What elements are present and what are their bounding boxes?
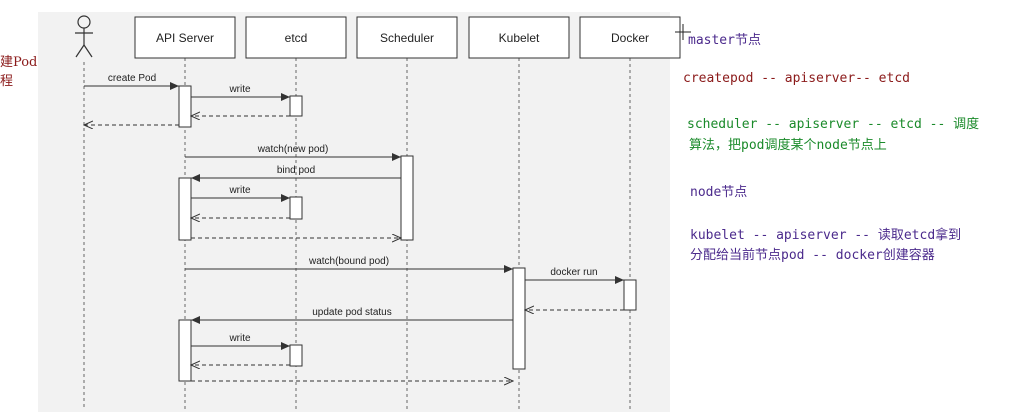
participant-label-apiserver: API Server bbox=[156, 31, 214, 45]
actor-icon bbox=[75, 15, 93, 58]
activation-apiserver-1 bbox=[178, 85, 192, 128]
diagram-canvas bbox=[38, 12, 670, 412]
crosshair-cursor-icon bbox=[675, 24, 691, 40]
msg-label-write-2: write bbox=[228, 185, 251, 196]
msg-label-docker-run: docker run bbox=[550, 267, 597, 278]
participant-label-etcd: etcd bbox=[285, 31, 308, 45]
activation-etcd-2 bbox=[289, 196, 303, 220]
msg-label-watch-bound-pod: watch(bound pod) bbox=[308, 256, 389, 267]
participant-label-kubelet: Kubelet bbox=[499, 31, 540, 45]
activation-apiserver-2 bbox=[178, 177, 192, 241]
activation-docker bbox=[623, 279, 637, 311]
participant-label-scheduler: Scheduler bbox=[380, 31, 434, 45]
note-kubelet-flow-line-1: kubelet -- apiserver -- 读取etcd拿到 bbox=[690, 228, 962, 243]
msg-label-write-3: write bbox=[228, 333, 251, 344]
participant-box-apiserver bbox=[134, 16, 236, 59]
participant-box-kubelet bbox=[468, 16, 570, 59]
side-label: 建Pod 程 bbox=[0, 53, 37, 91]
msg-label-write-1: write bbox=[228, 84, 251, 95]
note-scheduler-flow-line-1: scheduler -- apiserver -- etcd -- 调度 bbox=[687, 117, 980, 132]
note-master-node: master节点 bbox=[688, 33, 761, 48]
participant-box-etcd bbox=[245, 16, 347, 59]
participant-box-docker bbox=[579, 16, 681, 59]
msg-label-watch-new-pod: watch(new pod) bbox=[257, 144, 329, 155]
activation-apiserver-3 bbox=[178, 319, 192, 382]
note-scheduler-flow-line-2: 算法，把pod调度某个node节点上 bbox=[689, 138, 887, 153]
activation-etcd-1 bbox=[289, 95, 303, 117]
msg-label-update-pod-status: update pod status bbox=[312, 307, 392, 318]
note-kubelet-flow-line-2: 分配给当前节点pod -- docker创建容器 bbox=[690, 248, 935, 263]
side-label-line-1: 建Pod bbox=[0, 55, 38, 70]
participant-label-docker: Docker bbox=[611, 31, 649, 45]
note-create-pod-flow: createpod -- apiserver-- etcd bbox=[683, 71, 910, 86]
msg-label-bind-pod: bind pod bbox=[277, 165, 315, 176]
msg-label-create-pod: create Pod bbox=[108, 73, 156, 84]
activation-etcd-3 bbox=[289, 344, 303, 367]
participant-box-scheduler bbox=[356, 16, 458, 59]
note-node-section: node节点 bbox=[690, 185, 748, 200]
activation-kubelet bbox=[512, 267, 526, 370]
side-label-line-2: 程 bbox=[0, 74, 14, 89]
activation-scheduler bbox=[400, 155, 414, 241]
